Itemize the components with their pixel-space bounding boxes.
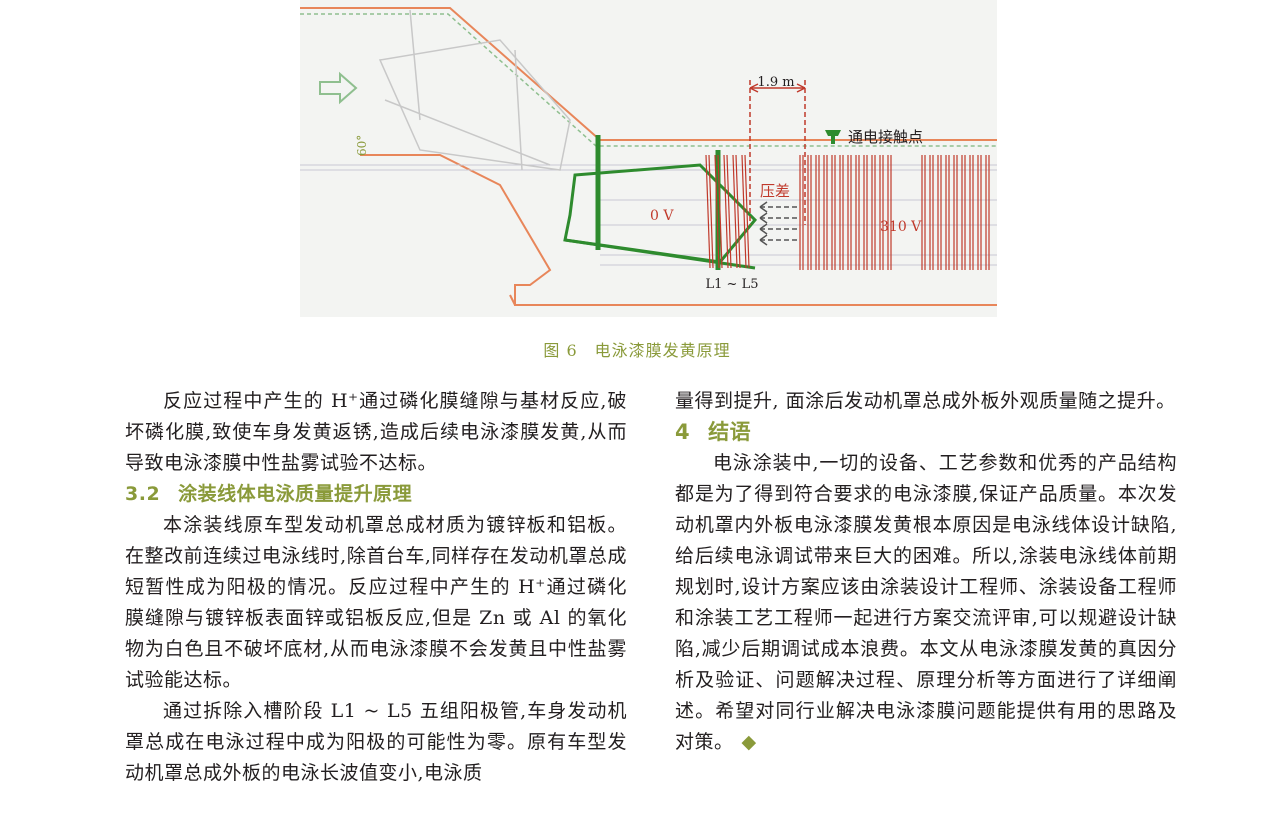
paragraph: 反应过程中产生的 H⁺通过磷化膜缝隙与基材反应,破坏磷化膜,致使车身发黄返锈,造… bbox=[125, 390, 627, 474]
paragraph: 电泳涂装中,一切的设备、工艺参数和优秀的产品结构都是为了得到符合要求的电泳漆膜,… bbox=[675, 448, 1177, 758]
figure-diagram: 1.9 m 通电接触点 60° 0 V 压差 310 V L1 ~ L5 bbox=[300, 0, 997, 317]
zero-volt-label: 0 V bbox=[650, 208, 674, 224]
section-number: 4 bbox=[675, 420, 691, 444]
paragraph: 通过拆除入槽阶段 L1 ~ L5 五组阳极管,车身发动机罩总成在电泳过程中成为阳… bbox=[125, 700, 627, 784]
pressure-arrows bbox=[759, 201, 800, 246]
electrophoresis-diagram: 1.9 m 通电接触点 60° 0 V 压差 310 V L1 ~ L5 bbox=[300, 7, 997, 306]
tank-outline bbox=[300, 7, 997, 306]
paragraph-text: 电泳涂装中,一切的设备、工艺参数和优秀的产品结构都是为了得到符合要求的电泳漆膜,… bbox=[675, 452, 1177, 753]
anode-tube bbox=[735, 154, 741, 269]
angle-label: 60° bbox=[355, 135, 369, 156]
contact-point-icon bbox=[825, 130, 841, 144]
anode-tubes-l1-l5 bbox=[705, 154, 750, 269]
figure-caption: 图 6 电泳漆膜发黄原理 bbox=[543, 341, 731, 360]
ghost-car-body bbox=[378, 9, 571, 171]
anode-tubes-group-2 bbox=[799, 155, 892, 270]
contact-point-label: 通电接触点 bbox=[848, 128, 923, 146]
conveyor-rails bbox=[300, 164, 997, 266]
pressure-diff-label: 压差 bbox=[760, 182, 790, 200]
anode-tube bbox=[732, 154, 738, 269]
section-title: 涂装线体电泳质量提升原理 bbox=[178, 483, 413, 505]
direction-arrow-icon bbox=[319, 71, 358, 105]
section-title: 结语 bbox=[708, 420, 752, 444]
section-heading: 4 结语 bbox=[675, 417, 1177, 448]
anode-tube bbox=[741, 154, 747, 269]
anode-tube bbox=[714, 154, 720, 269]
anode-tube bbox=[717, 154, 723, 269]
anode-tube bbox=[705, 154, 711, 269]
section-heading: 3.2 涂装线体电泳质量提升原理 bbox=[125, 479, 627, 510]
right-column: 量得到提升, 面涂后发动机罩总成外板外观质量随之提升。 4 结语 电泳涂装中,一切… bbox=[675, 386, 1177, 758]
anode-tube bbox=[723, 154, 729, 269]
anode-range-label: L1 ~ L5 bbox=[706, 277, 759, 292]
dimension-label: 1.9 m bbox=[757, 75, 794, 90]
dimension-marker bbox=[749, 80, 806, 225]
anode-tube bbox=[726, 154, 732, 269]
end-mark-icon: ◆ bbox=[741, 731, 757, 753]
anode-tube bbox=[744, 154, 750, 269]
left-column: 反应过程中产生的 H⁺通过磷化膜缝隙与基材反应,破坏磷化膜,致使车身发黄返锈,造… bbox=[125, 386, 627, 789]
anode-tube bbox=[708, 154, 714, 269]
anode-tubes-group-3 bbox=[921, 155, 990, 270]
volt-310-label: 310 V bbox=[880, 219, 922, 235]
section-number: 3.2 bbox=[125, 483, 161, 505]
paragraph: 量得到提升, 面涂后发动机罩总成外板外观质量随之提升。 bbox=[675, 390, 1176, 412]
paragraph: 本涂装线原车型发动机罩总成材质为镀锌板和铝板。在整改前连续过电泳线时,除首台车,… bbox=[125, 514, 627, 691]
